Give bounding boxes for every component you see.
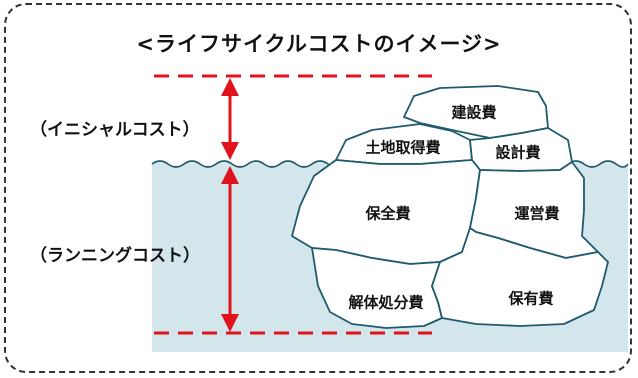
piece-ownership [431, 227, 609, 327]
ownership-cost-label: 保有費 [508, 289, 554, 308]
initial-cost-label: （イニシャルコスト） [30, 120, 200, 140]
piece-construction [403, 85, 549, 139]
construction-cost-label: 建設費 [451, 103, 497, 122]
initial-cost-arrow [221, 78, 239, 160]
running-cost-label: （ランニングコスト） [30, 246, 200, 266]
maintenance-cost-label: 保全費 [365, 204, 411, 223]
running-cost-arrow [221, 166, 239, 332]
land-cost-label: 土地取得費 [365, 138, 441, 157]
diagram-frame [4, 3, 632, 373]
demolition-cost-label: 解体処分費 [348, 293, 424, 312]
operation-cost-label: 運営費 [514, 204, 560, 223]
design-cost-label: 設計費 [495, 143, 541, 162]
page-title: <ライフサイクルコストのイメージ> [136, 32, 502, 56]
